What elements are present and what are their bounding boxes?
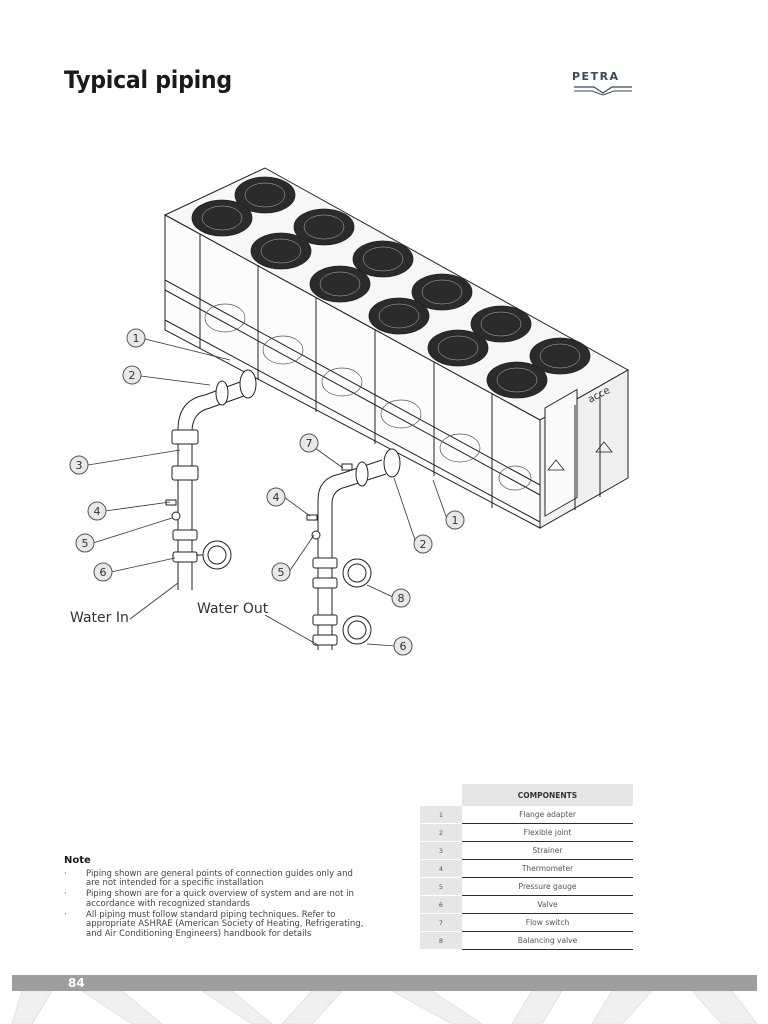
water-out-label: Water Out bbox=[197, 601, 269, 617]
note-title: Note bbox=[64, 855, 91, 866]
svg-text:1: 1 bbox=[452, 514, 459, 527]
callout-left-2: 2 bbox=[122, 365, 142, 385]
callout-right-1: 1 bbox=[445, 510, 465, 530]
footer-decoration bbox=[12, 991, 757, 1024]
callout-right-8: 8 bbox=[391, 588, 411, 608]
svg-text:2: 2 bbox=[129, 369, 136, 382]
svg-text:4: 4 bbox=[94, 505, 101, 518]
svg-text:5: 5 bbox=[278, 566, 285, 579]
note-list: Piping shown are general points of conne… bbox=[64, 869, 364, 940]
piping-diagram: acce bbox=[69, 167, 630, 656]
chiller-unit: acce bbox=[163, 167, 630, 529]
page-title: Typical piping bbox=[64, 66, 232, 94]
water-in-label: Water In bbox=[70, 610, 129, 626]
note-item: Piping shown are for a quick overview of… bbox=[64, 889, 364, 910]
water-in-piping bbox=[165, 369, 257, 590]
callout-left-1: 1 bbox=[126, 328, 146, 348]
callout-right-5: 5 bbox=[271, 562, 291, 582]
svg-text:3: 3 bbox=[76, 459, 83, 472]
svg-text:7: 7 bbox=[306, 437, 313, 450]
svg-text:6: 6 bbox=[100, 566, 107, 579]
callout-left-4: 4 bbox=[87, 501, 107, 521]
callout-right-2: 2 bbox=[413, 534, 433, 554]
water-out-piping bbox=[306, 448, 401, 650]
components-header-blank bbox=[420, 784, 462, 806]
callout-right-7: 7 bbox=[299, 433, 319, 453]
svg-text:6: 6 bbox=[400, 640, 407, 653]
svg-text:4: 4 bbox=[273, 491, 280, 504]
petra-logo: PETRA bbox=[572, 70, 634, 96]
logo-text: PETRA bbox=[572, 70, 620, 83]
logo-wave-icon bbox=[574, 86, 632, 96]
fan-array bbox=[191, 176, 591, 399]
note-item: All piping must follow standard piping t… bbox=[64, 910, 364, 940]
svg-text:8: 8 bbox=[398, 592, 405, 605]
callout-left-6: 6 bbox=[93, 562, 113, 582]
components-header: COMPONENTS bbox=[462, 784, 633, 806]
svg-text:1: 1 bbox=[133, 332, 140, 345]
note-item: Piping shown are general points of conne… bbox=[64, 869, 364, 890]
note-section: Note Piping shown are general points of … bbox=[64, 855, 364, 941]
compressor-bays bbox=[204, 303, 532, 491]
svg-text:5: 5 bbox=[82, 537, 89, 550]
callout-right-6: 6 bbox=[393, 636, 413, 656]
callout-left-5: 5 bbox=[75, 533, 95, 553]
callout-right-4: 4 bbox=[266, 487, 286, 507]
svg-text:2: 2 bbox=[420, 538, 427, 551]
footer-band bbox=[12, 975, 757, 991]
page-number: 84 bbox=[68, 976, 85, 990]
callout-left-3: 3 bbox=[69, 455, 89, 475]
